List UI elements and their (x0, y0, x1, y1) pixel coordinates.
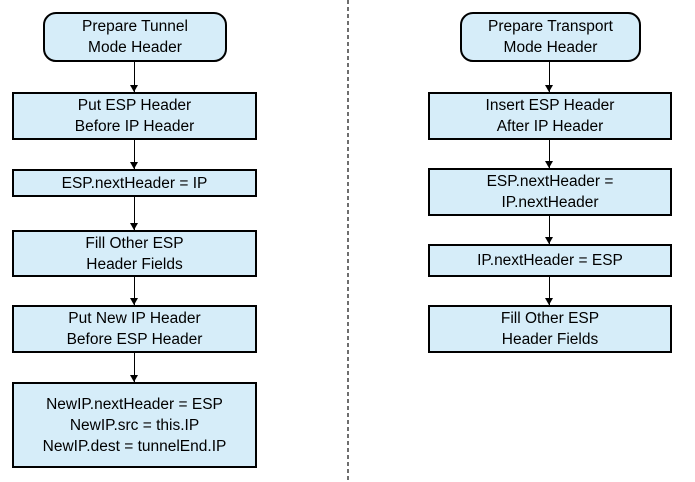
node-text-line: ESP.nextHeader = (486, 173, 614, 190)
down-arrow (130, 277, 138, 305)
node-text-line: Prepare Transport (488, 18, 613, 35)
node-text-line: After IP Header (496, 118, 604, 135)
down-arrow (545, 216, 553, 244)
flow-node-ip-nextheader-esp: IP.nextHeader = ESP (428, 244, 672, 277)
node-text-line: Prepare Tunnel (82, 18, 188, 35)
flow-node-esp-nextheader-ip: ESP.nextHeader = IP (12, 169, 257, 197)
down-arrow (545, 277, 553, 305)
down-arrow (130, 353, 138, 382)
down-arrow (130, 62, 138, 92)
node-text-line: Header Fields (86, 255, 183, 273)
node-text-line: Fill Other ESP (500, 310, 600, 327)
node-text-line: NewIP.src = this.IP (69, 416, 200, 434)
flow-node-prepare-tunnel-header: Prepare Tunnel Mode Header (43, 12, 227, 62)
node-text-line: Fill Other ESP (85, 234, 184, 252)
flow-node-fill-other-esp-fields-transport: Fill Other ESP Header Fields (428, 305, 672, 353)
node-text-line: IP.nextHeader (501, 194, 599, 211)
flow-node-put-esp-before-ip: Put ESP Header Before IP Header (12, 92, 257, 140)
node-text-line: Insert ESP Header (485, 97, 615, 114)
flow-node-esp-nextheader-ip-nextheader: ESP.nextHeader = IP.nextHeader (428, 168, 672, 216)
node-text-line: Mode Header (503, 39, 598, 56)
down-arrow (545, 140, 553, 168)
node-text-line: Mode Header (88, 39, 182, 56)
flow-node-put-new-ip-before-esp: Put New IP Header Before ESP Header (12, 305, 257, 353)
node-text-line: NewIP.dest = tunnelEnd.IP (42, 437, 227, 455)
node-text-line: Before IP Header (74, 118, 195, 135)
down-arrow (130, 197, 138, 230)
down-arrow (545, 62, 553, 92)
node-text-line: Header Fields (501, 331, 599, 348)
flow-node-newip-assignments: NewIP.nextHeader = ESP NewIP.src = this.… (12, 382, 257, 468)
node-text-line: ESP.nextHeader = IP (61, 174, 208, 192)
node-text-line: NewIP.nextHeader = ESP (46, 395, 223, 413)
flow-node-fill-other-esp-fields-tunnel: Fill Other ESP Header Fields (12, 230, 257, 277)
node-text-line: IP.nextHeader = ESP (477, 252, 623, 269)
column-divider (347, 0, 349, 482)
node-text-line: Put ESP Header (77, 97, 192, 114)
down-arrow (130, 140, 138, 169)
node-text-line: Put New IP Header (68, 310, 201, 327)
flow-node-prepare-transport-header: Prepare Transport Mode Header (460, 12, 641, 62)
node-text-line: Before ESP Header (66, 331, 203, 348)
flow-node-insert-esp-after-ip: Insert ESP Header After IP Header (428, 92, 672, 140)
